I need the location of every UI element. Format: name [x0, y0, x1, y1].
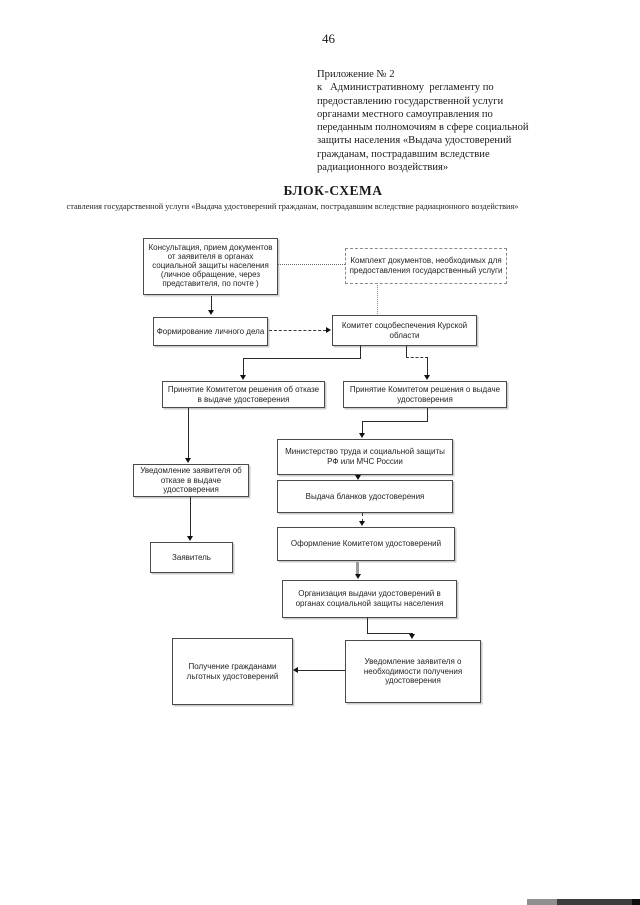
connector-decision-issue-to-ministry [427, 408, 428, 421]
connector-decision-issue-to-ministry [362, 421, 363, 434]
appendix-line: гражданам, пострадавшим вследствие [317, 148, 490, 160]
arrowhead-left-icon [293, 667, 298, 673]
flow-node-decision-issue: Принятие Комитетом решения о выдаче удос… [343, 381, 507, 408]
appendix-block: Приложение № 2 к Административному регла… [317, 68, 529, 174]
connector-issue-organization-to-receive-notice [367, 618, 368, 634]
connector-consultation-to-documents-package [278, 264, 345, 265]
flow-node-registration: Оформление Комитетом удостоверений [277, 527, 455, 561]
appendix-line: Приложение № 2 [317, 69, 395, 80]
flow-node-ministry: Министерство труда и социальной защиты Р… [277, 439, 453, 475]
flow-node-consultation: Консультация, прием документов от заявит… [143, 238, 278, 295]
connector-issue-blanks-to-registration [362, 513, 363, 522]
flow-node-issue-organization: Организация выдачи удостоверений в орган… [282, 580, 457, 618]
page-number: 46 [322, 31, 335, 46]
connector-consultation-to-personal-file [211, 296, 212, 311]
arrowhead-down-icon [359, 433, 365, 438]
connector-committee-to-decision-refuse [360, 346, 361, 358]
flow-node-receive-notice: Уведомление заявителя о необходимости по… [345, 640, 481, 703]
connector-committee-to-decision-issue [427, 357, 428, 376]
flow-node-documents-package: Комплект документов, необходимых для пре… [345, 248, 507, 284]
document-title: БЛОК-СХЕМА [283, 183, 383, 198]
arrowhead-down-icon [187, 536, 193, 541]
flow-node-citizens-receive: Получение гражданами льготных удостовере… [172, 638, 293, 705]
scan-artifact-bar [527, 899, 557, 905]
connector-committee-to-decision-issue [406, 346, 407, 357]
connector-personal-file-to-committee [269, 330, 326, 331]
appendix-line: органами местного самоуправления по [317, 108, 493, 120]
document-subtitle: ставления государственной услуги «Выдача… [66, 202, 519, 211]
appendix-line: защиты населения «Выдача удостоверений [317, 135, 512, 147]
connector-ministry-to-issue-blanks [355, 475, 361, 480]
connector-documents-package-to-committee [377, 285, 378, 314]
scan-artifact-bar [557, 899, 632, 905]
arrowhead-down-icon [355, 574, 361, 579]
connector-committee-to-decision-refuse [243, 358, 361, 359]
appendix-line: переданным полномочиям в сфере социально… [317, 122, 529, 134]
arrowhead-down-icon [424, 375, 430, 380]
connector-issue-organization-to-receive-notice [367, 633, 413, 634]
flow-node-decision-refuse: Принятие Комитетом решения об отказе в в… [162, 381, 325, 408]
connector-decision-refuse-to-refuse-notice [188, 408, 189, 459]
arrowhead-down-icon [208, 310, 214, 315]
arrowhead-down-icon [240, 375, 246, 380]
connector-registration-to-issue-organization [356, 562, 359, 575]
connector-committee-to-decision-refuse [243, 358, 244, 376]
appendix-line: радиационного воздействия» [317, 162, 449, 174]
connector-receive-notice-to-citizens-receive [298, 670, 345, 671]
arrowhead-down-icon [359, 521, 365, 526]
scan-artifact-bar [632, 899, 640, 905]
connector-committee-to-decision-issue [406, 357, 428, 358]
connector-refuse-notice-to-applicant [190, 497, 191, 537]
flow-node-refuse-notice: Уведомление заявителя об отказе в выдаче… [133, 464, 249, 497]
flow-node-personal-file: Формирование личного дела [153, 317, 268, 346]
arrowhead-down-icon [185, 458, 191, 463]
appendix-line: к Административному регламенту по [317, 82, 494, 94]
flow-node-issue-blanks: Выдача бланков удостоверения [277, 480, 453, 513]
appendix-line: предоставлению государственной услуги [317, 95, 504, 107]
flow-node-committee: Комитет соцобеспечения Курской области [332, 315, 477, 346]
connector-decision-issue-to-ministry [362, 421, 428, 422]
arrowhead-right-icon [326, 327, 331, 333]
arrowhead-down-icon [409, 634, 415, 639]
flow-node-applicant: Заявитель [150, 542, 233, 573]
